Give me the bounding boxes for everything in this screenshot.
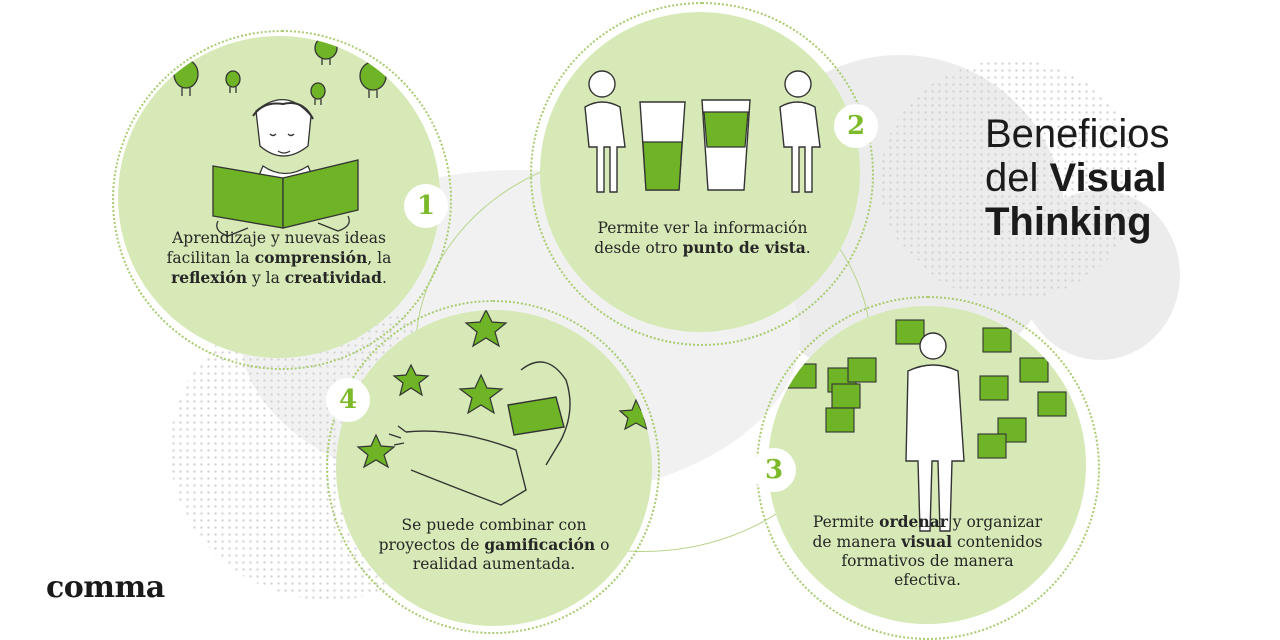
step-number-2: 2 — [834, 104, 878, 148]
reading-person-illustration — [173, 36, 387, 237]
title-line-1: Beneficios — [985, 112, 1170, 156]
dot-pattern — [880, 60, 1140, 300]
dotted-ring — [112, 30, 452, 370]
dotted-ring — [326, 300, 660, 634]
title-line-3: Thinking — [985, 200, 1152, 244]
page-title: Beneficios del Visual Thinking — [985, 112, 1170, 244]
dotted-ring — [530, 2, 874, 346]
step-number-3: 3 — [752, 448, 796, 492]
benefit-circle-4 — [336, 310, 652, 626]
benefit-caption-3: Permite ordenar y organizar de manera vi… — [812, 512, 1043, 589]
benefit-circle-3 — [768, 306, 1086, 624]
step-number-1: 1 — [404, 184, 448, 228]
benefit-caption-1: Aprendizaje y nuevas ideas facilitan la … — [166, 229, 392, 287]
vr-headset-illustration — [356, 310, 652, 506]
benefit-caption-4: Se puede combinar con proyectos de gamif… — [378, 516, 610, 573]
benefit-circle-1 — [118, 36, 440, 358]
glasses-comparison-illustration — [584, 70, 821, 193]
benefit-caption-2: Permite ver la información desde otro pu… — [594, 219, 811, 257]
sticky-notes-illustration — [787, 319, 1067, 532]
brand-logo: comma — [46, 570, 165, 605]
title-line-2: del Visual — [985, 156, 1167, 200]
step-number-4: 4 — [326, 378, 370, 422]
benefit-circle-2 — [540, 12, 860, 332]
